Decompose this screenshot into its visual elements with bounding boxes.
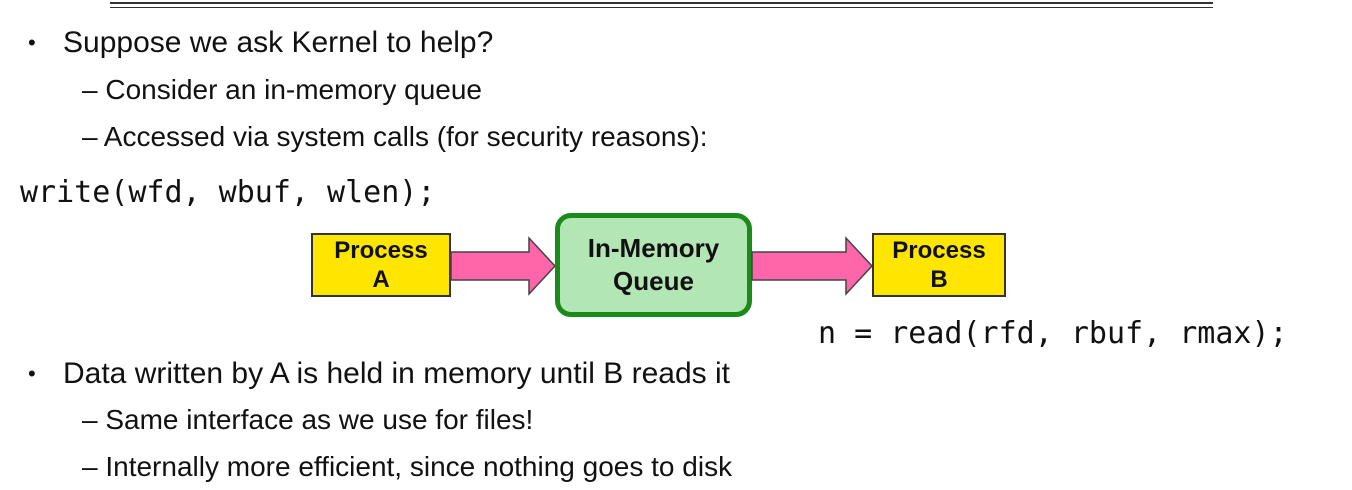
read-call-code: n = read(rfd, rbuf, rmax); — [818, 316, 1288, 351]
bullet-2-text: Data written by A is held in memory unti… — [63, 357, 730, 390]
top-rule — [110, 2, 1213, 4]
process-b-box: Process B — [872, 233, 1006, 297]
bullet-2-subitem-1: – Same interface as we use for files! — [82, 404, 534, 435]
top-rule-thin — [110, 7, 1213, 8]
bullet-marker: • — [28, 30, 36, 55]
process-a-box: Process A — [311, 233, 451, 297]
arrow-a-to-queue — [450, 236, 557, 296]
arrow-queue-to-b — [751, 236, 874, 296]
bullet-1-subitem-1: – Consider an in-memory queue — [82, 74, 482, 105]
bullet-1-text: Suppose we ask Kernel to help? — [63, 26, 494, 59]
bullet-2-subitem-2: – Internally more efficient, since nothi… — [82, 451, 733, 482]
bullet-1-subitem-2: – Accessed via system calls (for securit… — [82, 121, 708, 152]
in-memory-queue-box: In-Memory Queue — [555, 213, 752, 317]
write-call-code: write(wfd, wbuf, wlen); — [20, 175, 436, 210]
bullet-marker: • — [28, 361, 36, 386]
